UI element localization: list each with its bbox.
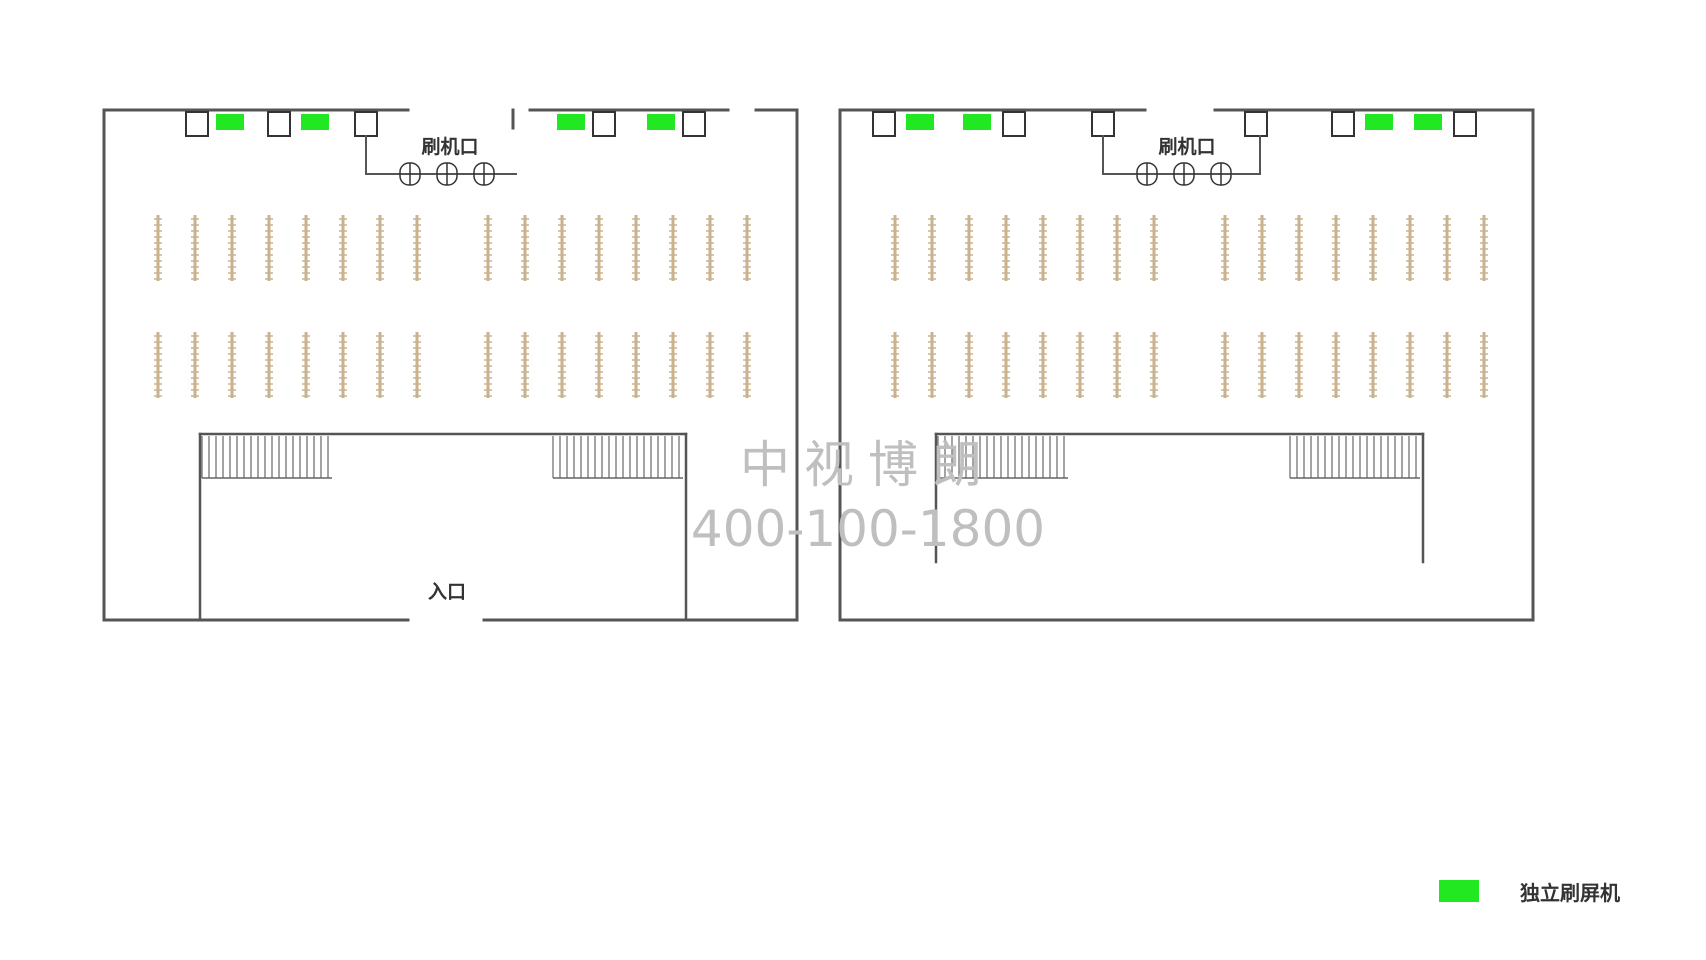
gate-kiosk	[1331, 111, 1355, 137]
watermark-name: 中视博朗	[740, 436, 996, 494]
gate-kiosk	[1244, 111, 1268, 137]
legend-swatch	[1439, 880, 1479, 902]
standalone-screen-machine	[963, 114, 991, 130]
watermark-phone: 400-100-1800	[691, 500, 1045, 558]
gate-label-left: 刷机口	[421, 136, 478, 158]
standalone-screen-machine	[1414, 114, 1442, 130]
gate-kiosk	[1453, 111, 1477, 137]
standalone-screen-machine	[216, 114, 244, 130]
gate-kiosk	[1002, 111, 1026, 137]
entrance-label: 入口	[428, 581, 466, 603]
gate-kiosk	[1091, 111, 1115, 137]
gate-kiosk	[354, 111, 378, 137]
gate-kiosk	[267, 111, 291, 137]
gate-label-right: 刷机口	[1158, 136, 1215, 158]
standalone-screen-machine	[647, 114, 675, 130]
hall-left	[102, 108, 799, 622]
hall-right	[838, 108, 1535, 622]
standalone-screen-machine	[301, 114, 329, 130]
gate-kiosk	[592, 111, 616, 137]
legend-label: 独立刷屏机	[1520, 881, 1620, 905]
gate-kiosk	[872, 111, 896, 137]
standalone-screen-machine	[1365, 114, 1393, 130]
standalone-screen-machine	[906, 114, 934, 130]
gate-kiosk	[185, 111, 209, 137]
standalone-screen-machine	[557, 114, 585, 130]
gate-kiosk	[682, 111, 706, 137]
